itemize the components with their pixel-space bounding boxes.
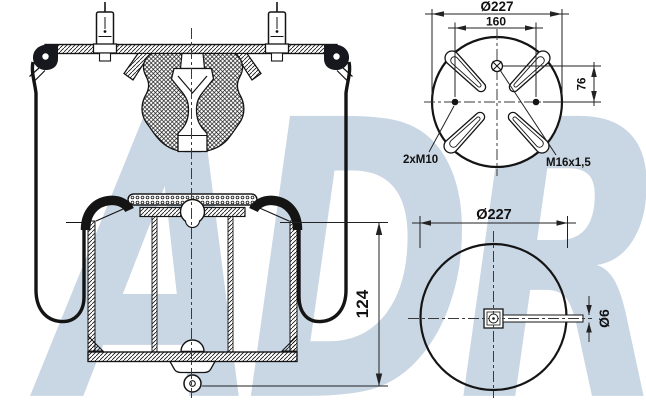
label-bolt-thread: 2xM10 [403,154,438,166]
rubber-bumper [141,52,245,153]
dim-124: 124 [353,289,372,318]
dimension-bottom-diameter: Ø227 [412,207,576,248]
dimension-top-diameter: Ø227 [425,0,569,95]
bottom-view-drawing: Ø227 Ø6 [408,207,612,398]
side-view-drawing: 124 [29,2,388,398]
m10-hole-left [451,98,459,106]
center-bolt-head [179,198,206,225]
leader-port-label [499,69,557,156]
m10-hole-right [532,98,540,106]
piston [87,193,298,393]
dim-top-diameter: Ø227 [480,0,513,14]
dim-pin-diameter: Ø6 [596,309,612,328]
vent-slot-se [507,111,550,154]
mounting-stud-right [264,2,290,62]
air-port [490,59,504,73]
mounting-stud-left [92,2,118,62]
bellows [30,61,352,324]
label-port-thread: M16x1,5 [546,157,591,169]
dim-bottom-diameter: Ø227 [476,207,511,223]
bottom-nut-dome [180,339,205,353]
bumper-flap-left [123,52,152,81]
dimension-pin-diameter: Ø6 [586,296,612,342]
dimension-port-offset: 76 [503,62,601,106]
dim-port-offset: 76 [577,78,589,91]
top-view-drawing: Ø227 160 76 2xM10 M16x1,5 [403,0,601,176]
dim-bolt-spacing: 160 [486,15,506,29]
vent-slot-sw [443,111,486,154]
leader-bolt-label [428,105,455,153]
dimension-bolt-spacing: 160 [448,15,543,97]
bellows-bead-left [29,44,58,81]
dimension-height: 124 [202,222,388,387]
